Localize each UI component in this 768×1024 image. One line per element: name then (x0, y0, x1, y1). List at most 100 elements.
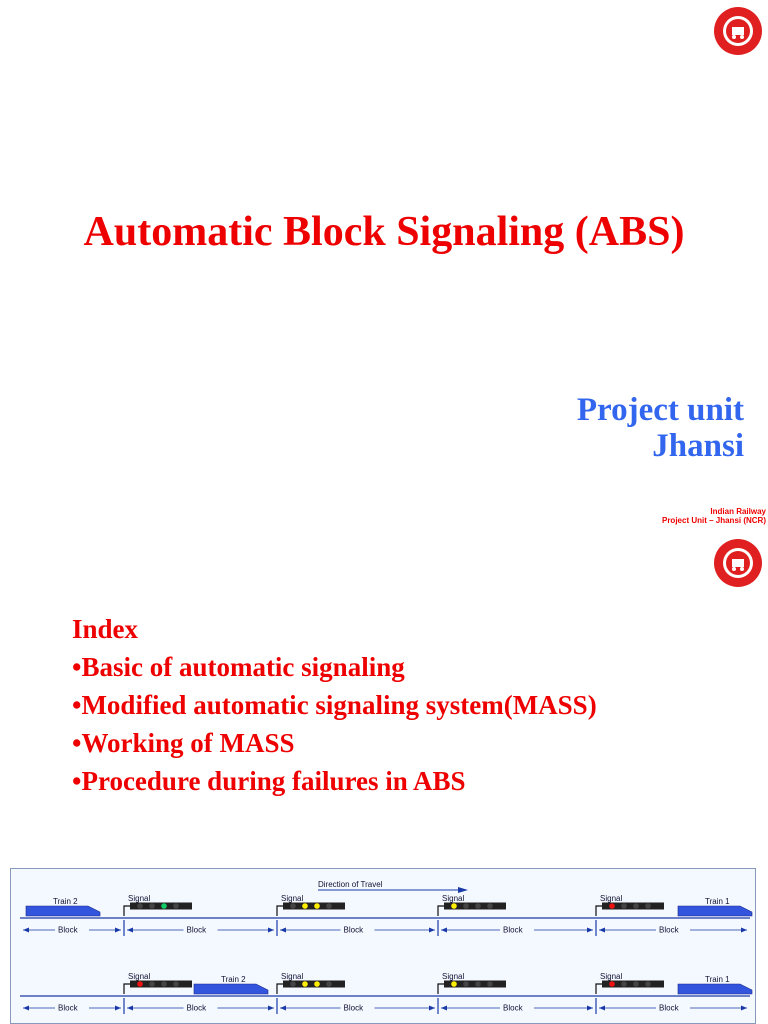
signal-post (595, 905, 602, 916)
signal-head (444, 902, 506, 910)
block-label-bg (183, 924, 218, 933)
signal-lamp-red (609, 981, 615, 987)
signal-lamp-off (475, 903, 481, 909)
indian-railways-logo-second (713, 538, 763, 588)
train-label: Train 2 (221, 975, 246, 984)
signal-post (123, 905, 130, 916)
signal-label: Signal (128, 972, 150, 981)
signal-lamp-yellow (302, 981, 308, 987)
block-label: Block (503, 926, 524, 935)
block-label-bg (183, 1002, 218, 1011)
signal-lamp-yellow (451, 903, 457, 909)
train-label: Train 1 (705, 897, 730, 906)
train-icon (677, 905, 753, 917)
signal-label: Signal (128, 894, 150, 903)
block-label: Block (344, 926, 365, 935)
signal-post (437, 983, 444, 994)
signal-post (437, 905, 444, 916)
indian-railways-logo-top (713, 6, 763, 56)
block-label-bg (55, 924, 89, 933)
signal-label: Signal (281, 972, 303, 981)
signal-post (276, 905, 283, 916)
block-label-bg (55, 1002, 89, 1011)
block-arrow-right-icon (115, 1005, 121, 1011)
index-item: Procedure during failures in ABS (72, 762, 597, 800)
block-arrow-left-icon (280, 927, 286, 933)
signal-lamp-off (173, 981, 179, 987)
signal-post (595, 983, 602, 994)
signal-lamp-off (487, 903, 493, 909)
signal-lamp-yellow (314, 981, 320, 987)
block-arrow-left-icon (23, 1005, 29, 1011)
signal-head (283, 980, 345, 988)
block-arrow-left-icon (280, 1005, 286, 1011)
signal-lamp-red (609, 903, 615, 909)
block-label-bg (500, 1002, 534, 1011)
block-arrow-right-icon (429, 927, 435, 933)
signal-head (283, 902, 345, 910)
train-icon (193, 983, 269, 995)
signal-lamp-off (161, 981, 167, 987)
signal-label: Signal (442, 972, 464, 981)
signal-lamp-off (149, 981, 155, 987)
signal-head (602, 980, 664, 988)
indian-railways-emblem-icon (714, 7, 762, 55)
signal-head (602, 902, 664, 910)
signal-head (130, 980, 192, 988)
block-arrow-right-icon (741, 927, 747, 933)
index-item: Modified automatic signaling system(MASS… (72, 686, 596, 724)
indian-railways-emblem-icon (714, 539, 762, 587)
block-label: Block (187, 926, 208, 935)
signal-label: Signal (442, 894, 464, 903)
index-item: Working of MASS (72, 724, 597, 762)
block-label-bg (656, 924, 690, 933)
block-label-bg (500, 924, 534, 933)
signal-lamp-off (621, 981, 627, 987)
signal-lamp-off (463, 903, 469, 909)
signal-lamp-off (645, 903, 651, 909)
block-label: Block (187, 1004, 208, 1013)
signal-post (123, 983, 130, 994)
subtitle: Project unit Jhansi (577, 392, 744, 464)
block-label: Block (344, 1004, 365, 1013)
diagram-frame (10, 868, 756, 1024)
index-item: Basic of automatic signaling (72, 648, 597, 686)
block-label: Block (659, 926, 680, 935)
block-arrow-left-icon (127, 1005, 133, 1011)
signal-lamp-yellow (451, 981, 457, 987)
signal-lamp-green (161, 903, 167, 909)
footer-line-1: Indian Railway (710, 507, 766, 516)
signal-lamp-yellow (302, 903, 308, 909)
block-arrow-left-icon (599, 1005, 605, 1011)
block-arrow-left-icon (441, 927, 447, 933)
direction-label: Direction of Travel (318, 880, 383, 889)
block-label-bg (656, 1002, 690, 1011)
signal-label: Signal (600, 894, 622, 903)
signal-lamp-off (326, 981, 332, 987)
signal-lamp-off (633, 981, 639, 987)
signal-lamp-red (137, 981, 143, 987)
block-label-bg (340, 924, 375, 933)
block-arrow-right-icon (115, 927, 121, 933)
block-arrow-right-icon (429, 1005, 435, 1011)
signal-head (130, 902, 192, 910)
signal-lamp-off (621, 903, 627, 909)
signal-lamp-off (290, 981, 296, 987)
signal-lamp-off (137, 903, 143, 909)
block-arrow-right-icon (587, 1005, 593, 1011)
block-arrow-left-icon (127, 927, 133, 933)
block-label: Block (503, 1004, 524, 1013)
signal-head (444, 980, 506, 988)
block-arrow-left-icon (599, 927, 605, 933)
block-arrow-left-icon (441, 1005, 447, 1011)
block-label-bg (340, 1002, 375, 1011)
signal-lamp-off (645, 981, 651, 987)
block-label: Block (659, 1004, 680, 1013)
train-label: Train 1 (705, 975, 730, 984)
subtitle-line-1: Project unit (576, 392, 744, 428)
train-label: Train 2 (53, 897, 78, 906)
index-section: Index Basic of automatic signaling Modif… (72, 610, 597, 800)
signal-lamp-off (487, 981, 493, 987)
signal-lamp-yellow (314, 903, 320, 909)
